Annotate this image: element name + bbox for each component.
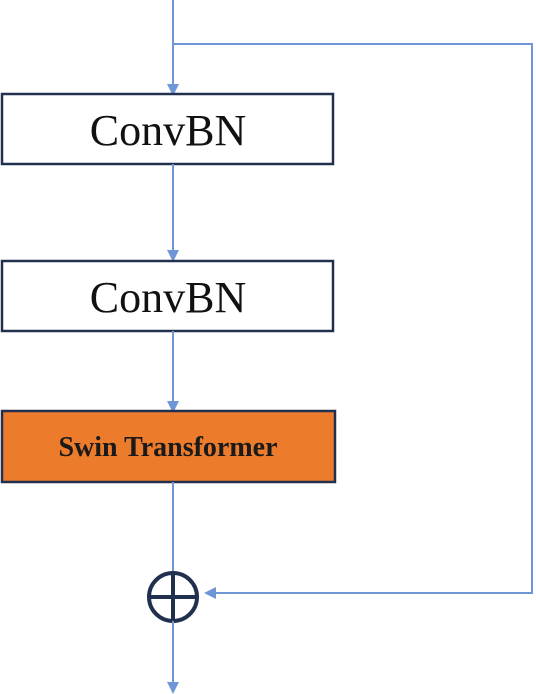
- swin-transformer-block: Swin Transformer: [0, 409, 337, 484]
- convbn-block-1-label: ConvBN: [90, 106, 246, 155]
- convbn-block-2-label: ConvBN: [90, 273, 246, 322]
- convbn-block-1: ConvBN: [0, 92, 335, 166]
- sum-node-icon: [147, 571, 199, 623]
- convbn-block-2: ConvBN: [0, 259, 335, 333]
- swin-transformer-label: Swin Transformer: [58, 432, 277, 463]
- skip-connection: [173, 43, 533, 599]
